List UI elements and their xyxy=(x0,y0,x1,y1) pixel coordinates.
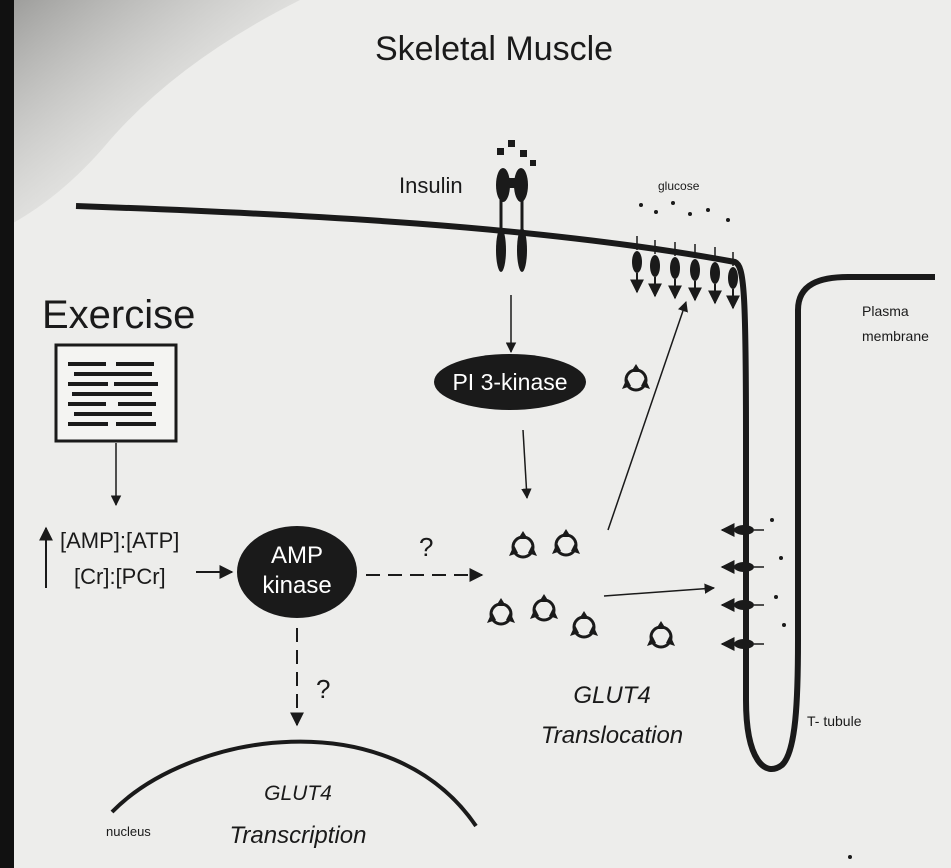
insulin-label: Insulin xyxy=(399,173,463,198)
glut4-translocation-label-1: GLUT4 xyxy=(573,682,650,709)
plasma-membrane-label-1: Plasma xyxy=(862,303,909,319)
left-page-edge xyxy=(0,0,14,868)
nucleus-label: nucleus xyxy=(106,824,151,839)
muscle-fiber-icon xyxy=(56,345,176,441)
t-tubule-label: T- tubule xyxy=(807,713,862,729)
amp-kinase-node: AMP kinase xyxy=(237,526,357,618)
glut4-transcription-label-2: Transcription xyxy=(230,822,367,849)
pi3k-label: PI 3-kinase xyxy=(452,369,567,395)
pi3-kinase-node: PI 3-kinase xyxy=(434,354,586,410)
question-mark-1: ? xyxy=(419,532,433,562)
question-mark-2: ? xyxy=(316,674,330,704)
glut4-translocation-label-2: Translocation xyxy=(541,722,683,749)
ampk-label-line2: kinase xyxy=(262,572,331,599)
ampk-label-line1: AMP xyxy=(271,542,323,569)
glucose-label: glucose xyxy=(658,179,700,193)
amp-atp-ratio: [AMP]:[ATP] xyxy=(60,528,179,553)
glut4-transcription-label-1: GLUT4 xyxy=(264,782,332,805)
speck xyxy=(848,855,852,859)
cr-pcr-ratio: [Cr]:[PCr] xyxy=(74,564,166,589)
exercise-label: Exercise xyxy=(42,293,195,337)
plasma-membrane-label-2: membrane xyxy=(862,328,929,344)
diagram-title: Skeletal Muscle xyxy=(375,30,613,68)
